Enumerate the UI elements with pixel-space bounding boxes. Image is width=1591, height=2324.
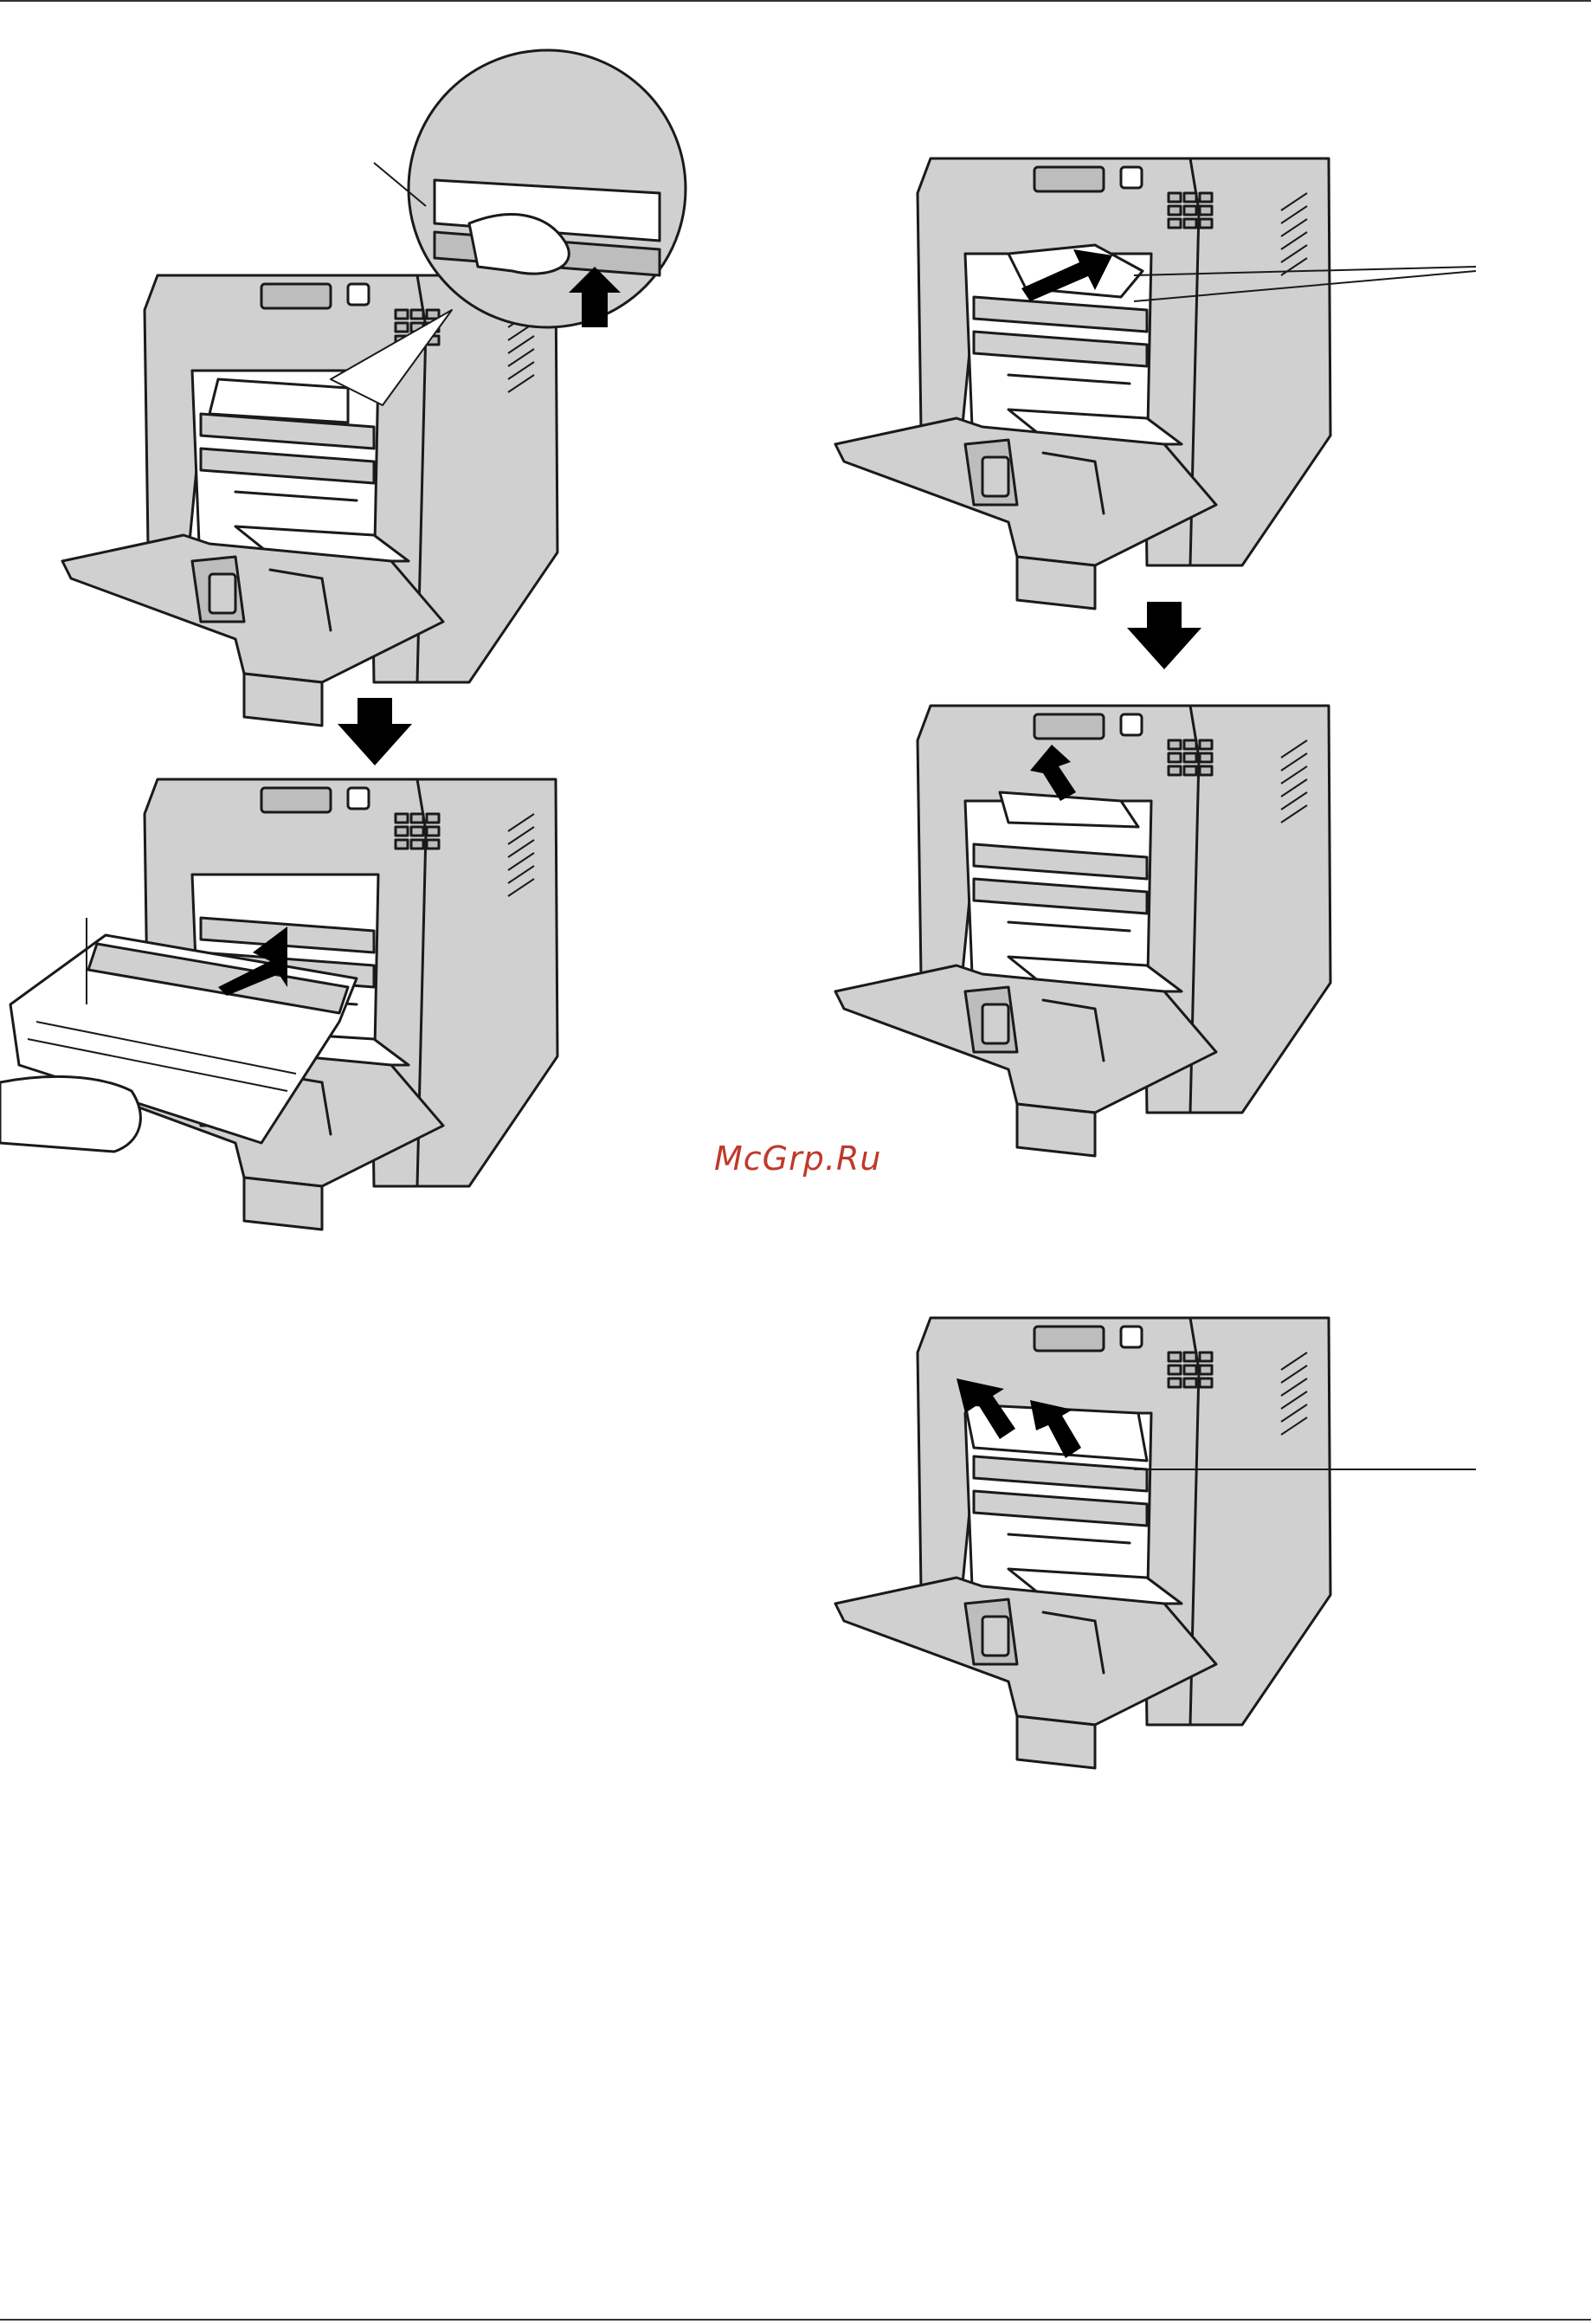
arrow-right <box>1127 602 1201 669</box>
printer-open-zoom-icon <box>61 274 559 727</box>
down-arrow-icon <box>1127 602 1201 669</box>
step-2-illustration <box>0 778 559 1231</box>
step-3-illustration <box>834 157 1477 610</box>
top-rule <box>0 0 1591 2</box>
step-1-illustration <box>61 48 687 727</box>
watermark-text: McGrp.Ru <box>714 1139 882 1178</box>
step-4-illustration <box>834 704 1332 1158</box>
step-5-illustration <box>834 1316 1476 1770</box>
bottom-rule <box>0 2319 1591 2321</box>
down-arrow-icon <box>338 698 412 765</box>
printer-jam-pull-icon <box>834 704 1332 1158</box>
arrow-left <box>338 698 412 765</box>
printer-jam-push-icon <box>834 157 1332 610</box>
printer-jam-lift-icon <box>834 1316 1332 1770</box>
